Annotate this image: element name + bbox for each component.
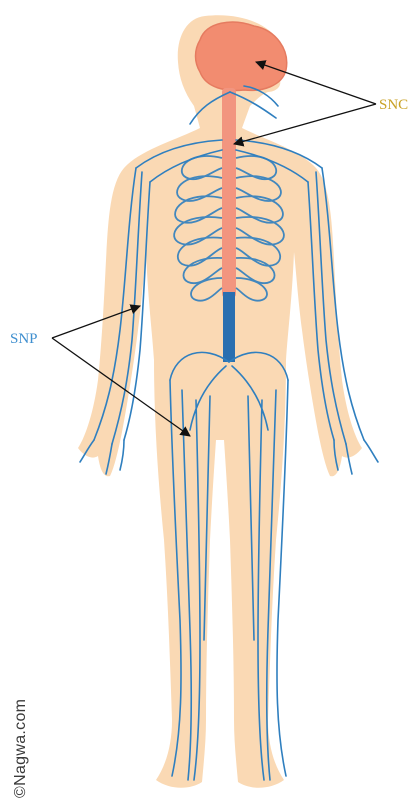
body-silhouette <box>78 15 362 788</box>
copyright-watermark: ©Nagwa.com <box>12 699 30 798</box>
spinal-cord <box>222 88 236 298</box>
cns-label: SNC <box>379 98 408 113</box>
pns-label: SNP <box>10 332 38 347</box>
cns-arrow-spinal-cord <box>234 104 376 144</box>
brain <box>196 22 287 90</box>
cauda-equina <box>223 292 235 362</box>
